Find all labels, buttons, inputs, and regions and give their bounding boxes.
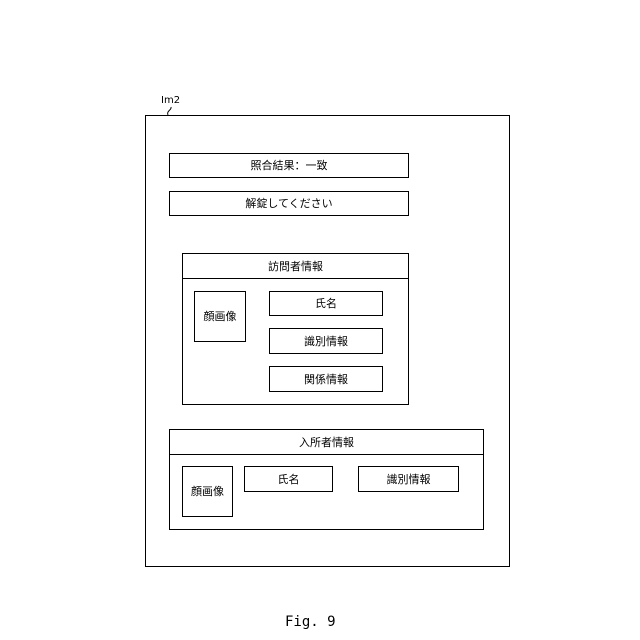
resident-info-header: 入所者情報	[170, 430, 483, 455]
visitor-info-header: 訪問者情報	[183, 254, 408, 279]
visitor-id-info-field: 識別情報	[269, 328, 383, 354]
resident-id-info-field: 識別情報	[358, 466, 459, 492]
visitor-face-image: 顔画像	[194, 291, 246, 342]
visitor-relation-field: 関係情報	[269, 366, 383, 392]
match-result-field: 照合結果：一致	[169, 153, 409, 178]
unlock-prompt-field[interactable]: 解錠してください	[169, 191, 409, 216]
resident-name-field: 氏名	[244, 466, 333, 492]
figure-caption: Fig. 9	[285, 615, 336, 629]
visitor-name-field: 氏名	[269, 291, 383, 316]
resident-face-image: 顔画像	[182, 466, 233, 517]
